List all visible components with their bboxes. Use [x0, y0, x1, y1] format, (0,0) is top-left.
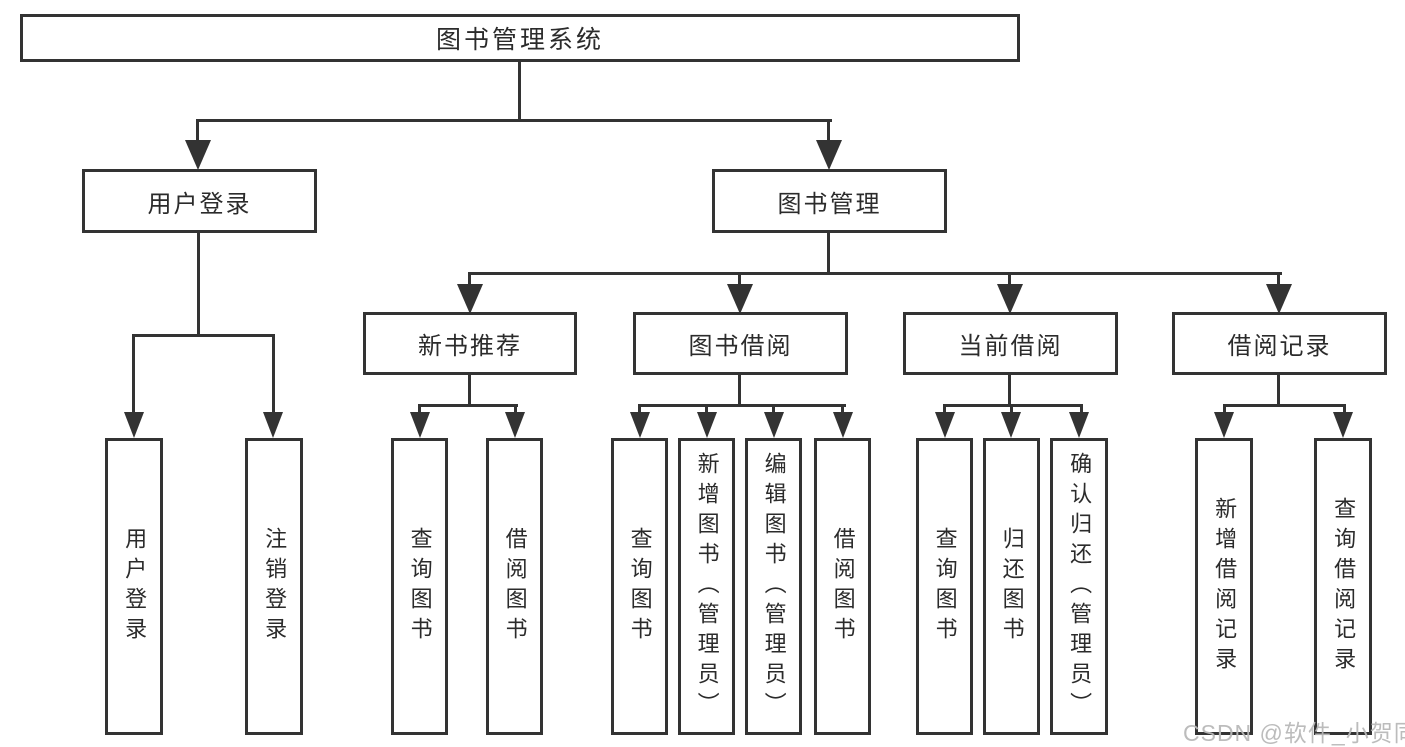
arrowhead-to-userlogin — [185, 140, 211, 170]
node-borrow-query-book: 查询图书 — [611, 438, 668, 735]
node-login-label: 用户登录 — [122, 526, 148, 647]
node-root: 图书管理系统 — [20, 14, 1020, 62]
arrowhead-borrow-c3 — [764, 412, 784, 438]
node-current-query-book-label: 查询图书 — [932, 526, 958, 647]
connector-userlogin-stem — [197, 233, 200, 337]
node-book-borrow: 图书借阅 — [633, 312, 848, 375]
node-borrow-query-book-label: 查询图书 — [627, 526, 653, 647]
node-newbook-borrow-book: 借阅图书 — [486, 438, 543, 735]
arrowhead-borrow-c4 — [833, 412, 853, 438]
arrowhead-records-c2 — [1333, 412, 1353, 438]
node-root-label: 图书管理系统 — [435, 26, 604, 54]
connector-newbook-c2-drop — [514, 404, 517, 418]
arrowhead-to-login — [124, 412, 144, 438]
connector-borrow-hline — [638, 404, 846, 407]
arrowhead-to-logout — [263, 412, 283, 438]
connector-current-c1-drop — [943, 404, 946, 418]
arrowhead-current-c1 — [935, 412, 955, 438]
node-edit-book-admin-label: 编辑图书（管理员） — [761, 451, 787, 722]
connector-newbook-hline — [418, 404, 518, 407]
connector-current-hline — [943, 404, 1083, 407]
node-borrow-borrow-book-label: 借阅图书 — [830, 526, 856, 647]
connector-current-drop — [1008, 272, 1011, 290]
arrowhead-to-current — [997, 284, 1023, 314]
node-newbook-query-book-label: 查询图书 — [407, 526, 433, 647]
arrowhead-records-c1 — [1214, 412, 1234, 438]
arrowhead-newbook-c1 — [410, 412, 430, 438]
node-return-book-label: 归还图书 — [999, 526, 1025, 647]
node-book-borrow-label: 图书借阅 — [688, 333, 793, 360]
node-book-management-label: 图书管理 — [777, 190, 882, 218]
node-return-book: 归还图书 — [983, 438, 1040, 735]
arrowhead-to-bookmgmt — [816, 140, 842, 170]
node-logout: 注销登录 — [245, 438, 303, 735]
connector-root-stem — [518, 62, 521, 122]
connector-newbook-stem — [468, 374, 471, 407]
arrowhead-to-newbook — [457, 284, 483, 314]
node-add-borrow-record: 新增借阅记录 — [1195, 438, 1253, 735]
node-confirm-return-admin: 确认归还（管理员） — [1050, 438, 1108, 735]
node-confirm-return-admin-label: 确认归还（管理员） — [1067, 451, 1093, 722]
node-borrow-records-label: 借阅记录 — [1227, 333, 1332, 360]
arrowhead-to-borrow — [727, 284, 753, 314]
connector-borrow-c3-drop — [772, 404, 775, 418]
node-current-borrow-label: 当前借阅 — [958, 333, 1063, 360]
node-new-book-recommend-label: 新书推荐 — [418, 333, 522, 360]
node-add-borrow-record-label: 新增借阅记录 — [1212, 496, 1238, 677]
connector-newbook-drop — [468, 272, 471, 290]
node-add-book-admin: 新增图书（管理员） — [678, 438, 735, 735]
connector-userlogin-hline — [132, 334, 275, 337]
connector-bookmgmt-drop — [827, 119, 830, 149]
connector-borrow-c1-drop — [638, 404, 641, 418]
connector-current-stem — [1008, 375, 1011, 407]
connector-current-c2-drop — [1010, 404, 1013, 418]
node-user-login: 用户登录 — [82, 169, 317, 233]
node-newbook-borrow-book-label: 借阅图书 — [502, 526, 528, 647]
node-user-login-label: 用户登录 — [147, 190, 252, 218]
node-add-book-admin-label: 新增图书（管理员） — [694, 451, 720, 722]
connector-borrow-stem — [738, 375, 741, 407]
node-new-book-recommend: 新书推荐 — [363, 312, 577, 375]
node-login: 用户登录 — [105, 438, 163, 735]
connector-level1-hline — [197, 119, 832, 122]
arrowhead-borrow-c2 — [697, 412, 717, 438]
arrowhead-newbook-c2 — [505, 412, 525, 438]
node-newbook-query-book: 查询图书 — [391, 438, 448, 735]
connector-records-stem — [1277, 375, 1280, 407]
connector-records-c2-drop — [1343, 404, 1346, 418]
arrowhead-to-records — [1266, 284, 1292, 314]
connector-current-c3-drop — [1080, 404, 1083, 418]
connector-login-drop — [132, 334, 135, 416]
connector-logout-drop — [272, 334, 275, 416]
connector-userlogin-drop — [196, 119, 199, 149]
connector-level3-hline — [468, 272, 1282, 275]
connector-records-c1-drop — [1223, 404, 1226, 418]
watermark-text: CSDN @软件_小贺同学 — [1183, 720, 1405, 746]
node-current-query-book: 查询图书 — [916, 438, 973, 735]
connector-records-hline — [1223, 404, 1346, 407]
connector-bookmgmt-stem — [827, 233, 830, 275]
node-query-borrow-record: 查询借阅记录 — [1314, 438, 1372, 735]
connector-newbook-c1-drop — [418, 404, 421, 418]
connector-borrow-c4-drop — [841, 404, 844, 418]
node-logout-label: 注销登录 — [262, 526, 288, 647]
arrowhead-borrow-c1 — [630, 412, 650, 438]
node-book-management: 图书管理 — [712, 169, 947, 233]
connector-records-drop — [1277, 272, 1280, 290]
arrowhead-current-c2 — [1001, 412, 1021, 438]
node-borrow-records: 借阅记录 — [1172, 312, 1387, 375]
connector-borrow-c2-drop — [705, 404, 708, 418]
arrowhead-current-c3 — [1069, 412, 1089, 438]
node-query-borrow-record-label: 查询借阅记录 — [1331, 496, 1357, 677]
node-current-borrow: 当前借阅 — [903, 312, 1118, 375]
connector-borrow-drop — [738, 272, 741, 290]
node-borrow-borrow-book: 借阅图书 — [814, 438, 871, 735]
node-edit-book-admin: 编辑图书（管理员） — [745, 438, 802, 735]
